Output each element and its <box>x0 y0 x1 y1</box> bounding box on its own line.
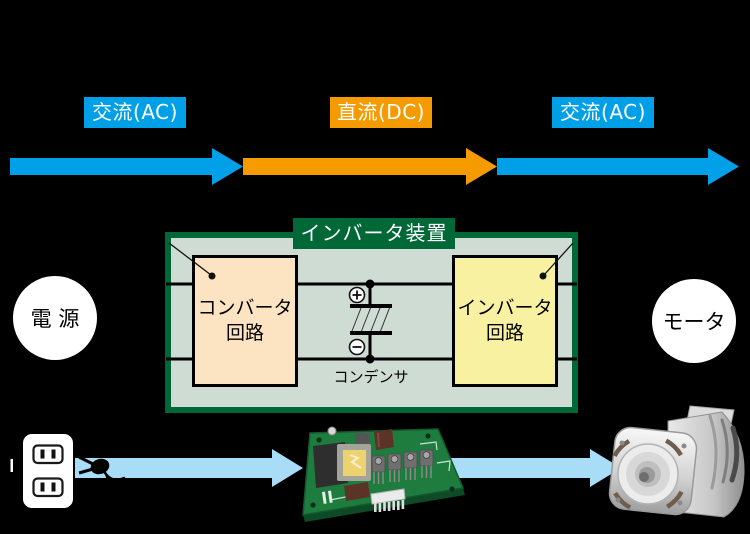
plug-icon <box>78 455 126 485</box>
inverter-circuit-box: インバータ 回路 <box>452 255 558 387</box>
flow-label-dc: 直流(DC) <box>330 97 432 128</box>
outlet-icon <box>10 434 73 508</box>
flow-label-ac-right: 交流(AC) <box>552 97 654 128</box>
circuit-board-icon <box>302 426 465 522</box>
motor-node: モータ <box>652 279 736 363</box>
power-source-node: 電 源 <box>13 276 97 360</box>
flow-label-ac-left: 交流(AC) <box>84 97 186 128</box>
converter-label-line1: コンバータ <box>197 297 293 320</box>
panel-title: インバータ装置 <box>293 218 455 249</box>
ac-arrow-right <box>497 148 739 185</box>
ac-arrow-left <box>10 148 243 185</box>
motor-icon <box>607 405 745 518</box>
capacitor-label: コンデンサ <box>333 368 409 386</box>
flow-arrow-outlet-to-board <box>75 449 303 487</box>
inverter-label-line2: 回路 <box>485 322 524 344</box>
converter-label-line2: 回路 <box>225 322 264 344</box>
dc-arrow <box>243 148 497 185</box>
converter-circuit-box: コンバータ 回路 <box>192 255 298 387</box>
inverter-label-line1: インバータ <box>457 297 553 320</box>
flow-arrow-board-to-motor <box>448 449 621 487</box>
